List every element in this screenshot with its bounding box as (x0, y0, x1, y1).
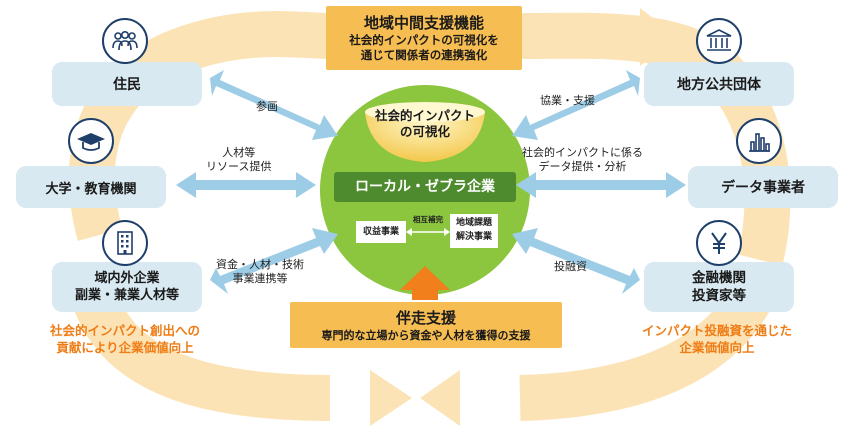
residents-box: 住民 (52, 62, 202, 106)
intermediate-support-line2: 通じて関係者の連携強化 (360, 48, 488, 62)
data-provision-label: 社会的インパクトに係る データ提供・分析 (522, 146, 643, 173)
right-arrows (512, 70, 686, 294)
left-outcome-text: 社会的インパクト創出への 貢献により企業価値向上 (49, 323, 200, 355)
support-up-arrow (400, 266, 450, 300)
ring-arrowhead-top-right (640, 8, 678, 66)
mutual-complement-label: 相互補完 (413, 215, 443, 224)
government-building-icon (696, 18, 742, 64)
regional-issue-label: 地域課題 解決事業 (455, 218, 492, 242)
local-government-box: 地方公共団体 (644, 62, 794, 106)
data-company-box: データ事業者 (688, 166, 838, 208)
intermediate-support-title: 地域中間支援機能 (363, 14, 484, 32)
collaboration-label: 協業・支援 (540, 94, 595, 107)
accompanying-support-box: 伴走支援 専門的な立場から資金や人材を獲得の支援 (290, 302, 562, 348)
bar-chart-icon (736, 118, 782, 164)
university-box: 大学・教育機関 (16, 166, 166, 208)
participation-label: 参画 (256, 100, 278, 113)
accompanying-support-subtitle: 専門的な立場から資金や人材を獲得の支援 (321, 328, 531, 342)
yen-icon (696, 220, 742, 266)
financial-institution-box: 金融機関 投資家等 (644, 262, 794, 312)
zebra-company-label: ローカル・ゼブラ企業 (355, 179, 495, 195)
right-outcome-text: インパクト投融資を通じた 企業価値向上 (641, 323, 792, 355)
intermediate-support-box: 地域中間支援機能 社会的インパクトの可視化を 通じて関係者の連携強化 (326, 6, 522, 70)
companies-box: 域内外企業 副業・兼業人材等 (52, 262, 202, 312)
intermediate-support-line1: 社会的インパクトの可視化を (349, 33, 499, 47)
accompanying-support-title: 伴走支援 (395, 308, 456, 327)
ring-arrowhead-bottom-left (370, 370, 412, 426)
ring-arrowhead-bottom-center (420, 370, 460, 426)
building-icon (102, 220, 148, 266)
visualization-label: 社会的インパクト の可視化 (374, 108, 475, 139)
talent-resource-label: 人材等 リソース提供 (206, 146, 272, 173)
profit-business-label: 収益事業 (362, 227, 399, 237)
zebra-company-bar (334, 172, 516, 202)
people-icon (102, 18, 148, 64)
left-arrows (176, 70, 338, 294)
investment-label: 投融資 (554, 260, 587, 273)
graduation-cap-icon (68, 118, 114, 164)
funds-talent-label: 資金・人材・技術 事業連携等 (216, 258, 304, 285)
